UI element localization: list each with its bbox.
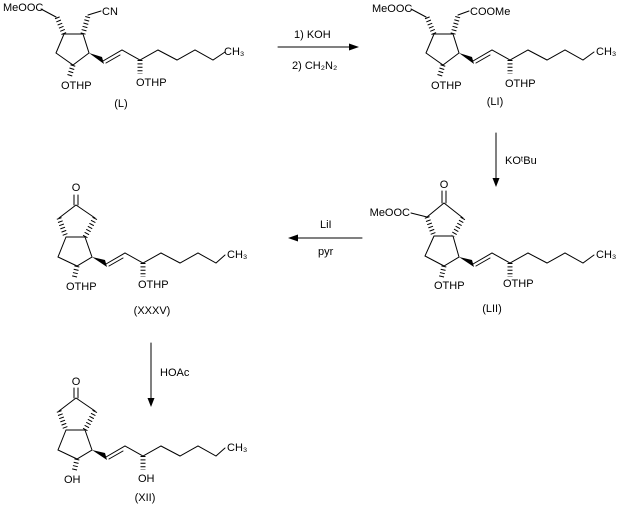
- reagent-label-2: pyr: [318, 246, 334, 258]
- ring-othp-label: OTHP: [61, 80, 92, 92]
- ketone-oxygen-label: O: [440, 179, 449, 191]
- stereo-hash-bonds: [424, 15, 513, 79]
- structure-label: (L): [114, 98, 127, 110]
- structure-LI: MeOOC COOMe OTHP OTHP CH₃ (LI): [372, 3, 616, 108]
- reagent-label-1: KOᵗBu: [505, 155, 537, 167]
- ester-left-label: MeOOC: [372, 3, 412, 15]
- arrowhead-right-icon: [349, 43, 359, 51]
- chain-othp-label: OTHP: [503, 278, 534, 290]
- ketone-oxygen-label: O: [72, 182, 81, 194]
- methyl-label: CH₃: [227, 249, 247, 261]
- structure-L: MeOOC CN OTHP OTHP CH₃ (L): [3, 2, 244, 110]
- chain-oh-label: OH: [138, 473, 155, 485]
- arrow-step1: 1) KOH 2) CH₂N₂: [277, 29, 359, 72]
- stereo-hash-bonds: [56, 216, 146, 280]
- nitrile-label: CN: [102, 6, 118, 18]
- structure-label: (LII): [482, 303, 502, 315]
- structure-label: (XXXV): [134, 305, 171, 317]
- methyl-label: CH₃: [224, 46, 244, 58]
- skeleton-bonds: [410, 190, 595, 267]
- stereo-wedge-bond: [459, 257, 474, 267]
- structure-XII: O OH OH CH₃ (XII): [56, 376, 247, 504]
- reagent-label-1: 1) KOH: [294, 29, 331, 41]
- chain-othp-label: OTHP: [138, 279, 169, 291]
- methyl-label: CH₃: [596, 249, 616, 261]
- reagent-label-1: HOAc: [160, 367, 190, 379]
- stereo-wedge-bond: [89, 53, 104, 64]
- ring-oh-label: OH: [64, 474, 81, 486]
- reagent-label-2: 2) CH₂N₂: [292, 60, 337, 72]
- stereo-wedge-bond: [92, 450, 107, 460]
- ketone-oxygen-label: O: [72, 376, 81, 388]
- skeleton-bonds: [40, 8, 226, 66]
- stereo-wedge-bond: [92, 257, 107, 267]
- arrow-step2: KOᵗBu: [492, 132, 537, 187]
- ring-othp-label: OTHP: [434, 280, 465, 292]
- stereo-hash-bonds: [54, 15, 143, 79]
- chain-othp-label: OTHP: [505, 78, 536, 90]
- structure-LII: O MeOOC OTHP OTHP CH₃ (LII): [370, 179, 617, 315]
- ring-othp-label: OTHP: [431, 80, 462, 92]
- stereo-wedge-bond: [459, 53, 474, 64]
- ring-othp-label: OTHP: [66, 281, 97, 293]
- ester-right-label: COOMe: [470, 6, 510, 18]
- skeleton-bonds: [410, 8, 595, 66]
- arrow-step4: HOAc: [147, 342, 190, 407]
- arrowhead-down-icon: [492, 178, 500, 187]
- structure-label: (LI): [487, 96, 504, 108]
- chain-othp-label: OTHP: [136, 77, 167, 89]
- ester-label: MeOOC: [370, 207, 410, 219]
- arrow-step3: LiI pyr: [288, 219, 363, 258]
- arrowhead-down-icon: [147, 398, 155, 407]
- skeleton-bonds: [57, 194, 226, 267]
- structure-XXXV: O OTHP OTHP CH₃ (XXXV): [56, 182, 247, 317]
- skeleton-bonds: [57, 387, 226, 460]
- stereo-hash-bonds: [56, 409, 146, 473]
- stereo-hash-bonds: [424, 216, 513, 280]
- ester-label: MeOOC: [3, 2, 43, 14]
- methyl-label: CH₃: [227, 442, 247, 454]
- structure-label: (XII): [135, 492, 156, 504]
- reagent-label-1: LiI: [320, 219, 332, 231]
- arrowhead-left-icon: [288, 234, 298, 242]
- methyl-label: CH₃: [596, 46, 616, 58]
